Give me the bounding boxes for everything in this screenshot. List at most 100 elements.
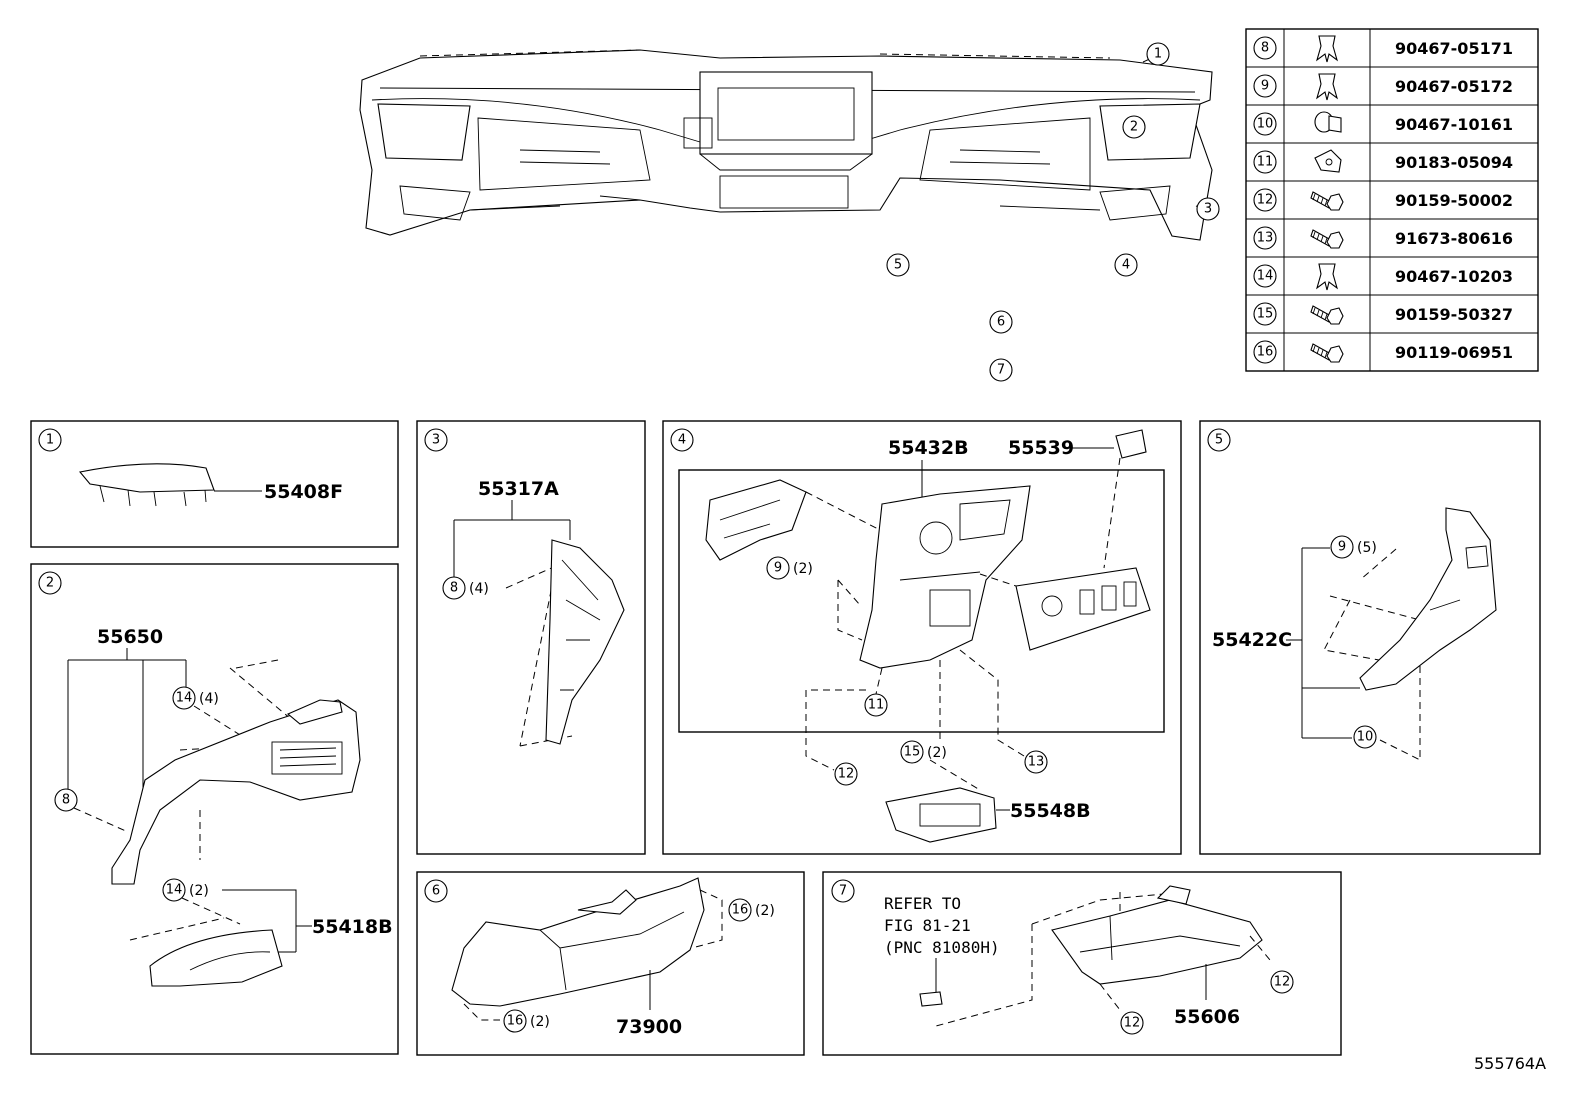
fastener-part-number: 90159-50002	[1395, 191, 1513, 210]
fastener-ref: 16	[1257, 345, 1274, 360]
fastener-row: 10 90467-10161	[1253, 111, 1513, 136]
fastener-ref: 15	[1257, 307, 1274, 322]
fastener-ref-circle	[1253, 188, 1277, 212]
fastener-part-number: 90183-05094	[1395, 153, 1513, 172]
fastener-ref-circle	[1253, 112, 1277, 136]
qty-9b: (5)	[1357, 540, 1377, 556]
panel-3: 3 55317A 8 (4)	[416, 420, 646, 855]
fastener-ref: 9	[1261, 79, 1269, 94]
fastener-ref-circle	[1253, 340, 1277, 364]
fastener-ref: 13	[1257, 231, 1274, 246]
fastener-ref-circle	[1253, 74, 1277, 98]
part-55650: 55650	[97, 626, 163, 648]
panel-6-number: 6	[432, 884, 440, 899]
fastener-part-number: 90467-10161	[1395, 115, 1513, 134]
qty-9: (2)	[793, 561, 813, 577]
fastener-ref: 12	[1257, 193, 1274, 208]
part-55432B: 55432B	[888, 437, 969, 459]
callout-13: 13	[1028, 755, 1045, 770]
fastener-part-number: 90159-50327	[1395, 305, 1513, 324]
fastener-ref-circle	[1253, 302, 1277, 326]
qty-14a: (4)	[199, 691, 219, 707]
qty-14b: (2)	[189, 883, 209, 899]
callout-10: 10	[1357, 730, 1374, 745]
fastener-ref-circle	[1253, 226, 1277, 250]
fastener-part-number: 90467-10203	[1395, 267, 1513, 286]
fastener-row: 15 90159-50327	[1253, 302, 1513, 326]
panel-3-number: 3	[432, 433, 440, 448]
callout-6: 6	[997, 315, 1005, 330]
callout-1: 1	[1154, 47, 1162, 62]
fastener-ref: 14	[1257, 269, 1274, 284]
fastener-row: 14 90467-10203	[1253, 263, 1513, 291]
fastener-part-number: 90467-05172	[1395, 77, 1513, 96]
part-55422C: 55422C	[1212, 629, 1292, 651]
callout-8b: 8	[450, 581, 458, 596]
qty-15: (2)	[927, 745, 947, 761]
fastener-rows: 8 90467-05171 9 90467-05172 10 90467-10161 11 9…	[1253, 35, 1513, 364]
part-55539: 55539	[1008, 437, 1074, 459]
panel-7: 7 REFER TO FIG 81-21 (PNC 81080H) 12 12 …	[822, 871, 1342, 1056]
callout-5: 5	[894, 258, 902, 273]
qty-8b: (4)	[469, 581, 489, 597]
clip-icon	[1316, 263, 1338, 291]
qty-16b: (2)	[530, 1014, 550, 1030]
refer-line-3: (PNC 81080H)	[884, 938, 1000, 957]
callout-9: 9	[774, 561, 782, 576]
panel-1: 1 55408F	[30, 420, 399, 548]
qty-16a: (2)	[755, 903, 775, 919]
panel-4-number: 4	[678, 433, 686, 448]
fastener-ref: 8	[1261, 41, 1269, 56]
part-73900: 73900	[616, 1016, 682, 1038]
callout-14a: 14	[176, 691, 193, 706]
fastener-ref-circle	[1253, 264, 1277, 288]
fastener-table	[1245, 28, 1539, 372]
fastener-ref-circle	[1253, 150, 1277, 174]
callout-8: 8	[62, 793, 70, 808]
refer-line-2: FIG 81-21	[884, 916, 971, 935]
fastener-ref: 11	[1257, 155, 1274, 170]
callout-9b: 9	[1338, 540, 1346, 555]
overview-callouts: 1 2 3 4 5 6 7	[886, 42, 1220, 382]
callout-16a: 16	[732, 903, 749, 918]
callout-15: 15	[904, 745, 921, 760]
panel-6: 6 16 (2) 16 (2) 73900	[416, 871, 805, 1056]
callout-12c: 12	[1274, 975, 1291, 990]
clip-icon	[1316, 73, 1338, 101]
fastener-ref: 10	[1257, 117, 1274, 132]
fastener-row: 12 90159-50002	[1253, 188, 1513, 212]
refer-line-1: REFER TO	[884, 894, 961, 913]
fastener-ref-circle	[1253, 36, 1277, 60]
part-55606: 55606	[1174, 1006, 1240, 1028]
fastener-row: 16 90119-06951	[1253, 340, 1513, 364]
panel-4: 4 55432B 55539 9 (2) 11 12 13 15 (2) 555…	[662, 420, 1182, 855]
fastener-row: 9 90467-05172	[1253, 73, 1513, 101]
clip-icon	[1316, 35, 1338, 63]
screw-icon	[1310, 191, 1344, 211]
panel-5-number: 5	[1215, 433, 1223, 448]
bolt-icon	[1310, 343, 1344, 363]
push-rivet-icon	[1314, 111, 1342, 133]
fastener-part-number: 90467-05171	[1395, 39, 1513, 58]
fastener-row: 11 90183-05094	[1253, 149, 1513, 174]
callout-7: 7	[997, 363, 1005, 378]
panel-5: 5 55422C 9 (5) 10	[1199, 420, 1541, 855]
callout-4: 4	[1122, 258, 1130, 273]
fastener-row: 8 90467-05171	[1253, 35, 1513, 63]
callout-11: 11	[868, 698, 885, 713]
part-55418B: 55418B	[312, 916, 393, 938]
callout-14b: 14	[166, 883, 183, 898]
instrument-panel-overview	[359, 49, 1213, 241]
callout-2: 2	[1130, 120, 1138, 135]
callout-3: 3	[1204, 202, 1212, 217]
panel-1-number: 1	[46, 433, 54, 448]
callout-12b: 12	[1124, 1016, 1141, 1031]
part-55408F: 55408F	[264, 481, 343, 503]
fastener-part-number: 91673-80616	[1395, 229, 1513, 248]
fastener-row: 13 91673-80616	[1253, 226, 1513, 250]
nut-clip-icon	[1314, 149, 1342, 173]
screw-icon	[1310, 305, 1344, 325]
fastener-part-number: 90119-06951	[1395, 343, 1513, 362]
panel-2: 2 55650 8 14 (4) 14 (2) 55418B	[30, 563, 399, 1055]
